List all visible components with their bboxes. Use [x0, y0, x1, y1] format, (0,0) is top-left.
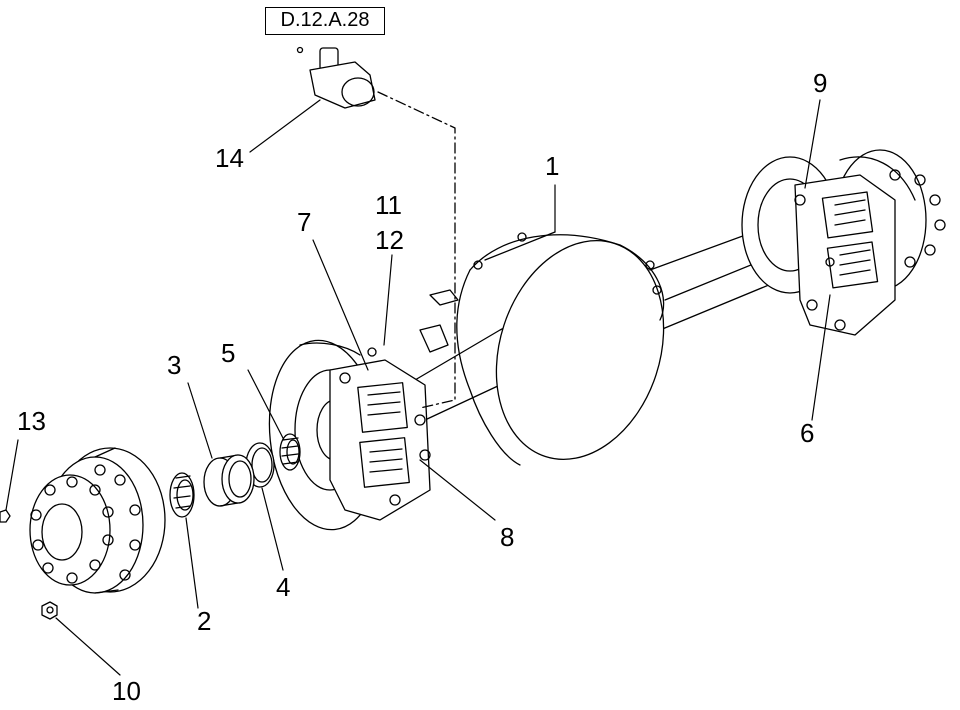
- right-caliper: [794, 174, 896, 336]
- nut-13: [0, 509, 11, 523]
- axle-housing: [414, 214, 806, 466]
- callout-7: 7: [297, 207, 312, 237]
- sensor-linkage-line: [377, 91, 456, 409]
- callout-12: 12: [375, 225, 404, 255]
- wheel-hub: [29, 447, 166, 594]
- nut-10: [41, 601, 58, 620]
- callout-3: 3: [167, 350, 182, 380]
- callout-8: 8: [500, 522, 515, 552]
- reference-box: D.12.A.28: [265, 7, 385, 35]
- callout-11: 11: [375, 190, 402, 220]
- bearing-cup-3: [203, 454, 255, 507]
- left-caliper: [329, 347, 431, 521]
- callout-13: 13: [17, 406, 46, 436]
- callout-6: 6: [800, 418, 815, 448]
- inner-bearing-5: [279, 433, 301, 471]
- callout-4: 4: [276, 572, 291, 602]
- outer-bearing-2: [169, 472, 195, 518]
- leader-lines: [5, 99, 831, 676]
- callout-1: 1: [545, 151, 560, 181]
- callout-10: 10: [112, 676, 141, 706]
- sensor-14: [296, 46, 376, 109]
- callout-5: 5: [221, 338, 236, 368]
- callout-9: 9: [813, 68, 828, 98]
- callout-14: 14: [215, 143, 244, 173]
- callout-2: 2: [197, 606, 212, 636]
